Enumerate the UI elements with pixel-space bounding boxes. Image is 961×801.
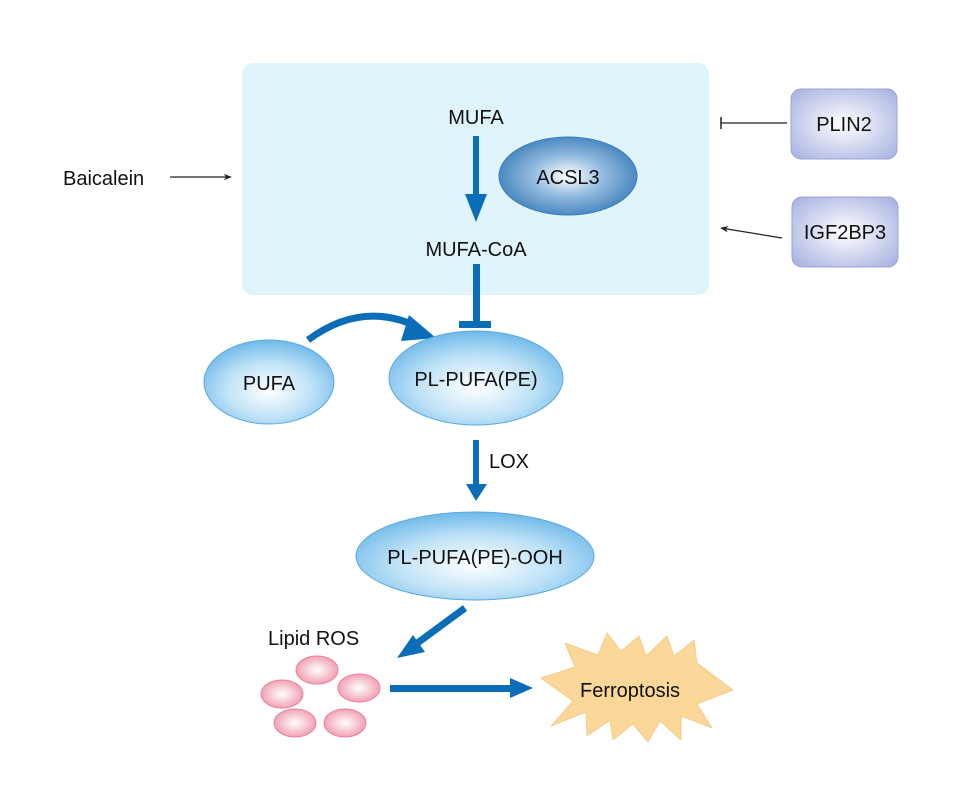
ros-droplet [295, 655, 339, 685]
pufa-label: PUFA [243, 373, 296, 395]
mufa-coa-inhibition [459, 264, 491, 328]
ros-droplet [273, 708, 317, 738]
ferroptosis-burst [540, 632, 734, 743]
plin2-inhibition [720, 117, 787, 129]
igf2bp3-arrow [720, 226, 783, 239]
lox-arrow [466, 440, 487, 501]
mufa-to-mufa-coa-arrow [465, 136, 487, 222]
plin2-label: PLIN2 [816, 114, 872, 136]
plin2-node [790, 88, 898, 160]
pufa-node [203, 339, 335, 425]
ros-droplet [337, 673, 381, 703]
pl-pufa-pe-node [388, 330, 564, 426]
lox-label: LOX [489, 451, 529, 473]
igf2bp3-label: IGF2BP3 [804, 222, 886, 244]
pl-pufa-pe-ooh-label: PL-PUFA(PE)-OOH [387, 547, 563, 569]
lipid-ros-to-ferroptosis-arrow [390, 678, 533, 698]
mufa-label: MUFA [448, 107, 504, 129]
acsl3-label: ACSL3 [536, 167, 599, 189]
pl-pufa-pe-ooh-node [355, 511, 595, 601]
lipid-ros-droplets [260, 655, 381, 738]
pl-pufa-pe-label: PL-PUFA(PE) [414, 369, 537, 391]
mufa-coa-label: MUFA-CoA [425, 239, 527, 261]
pufa-to-pl-pufa-arrow [305, 312, 436, 343]
acsl3-node [498, 136, 638, 216]
ros-droplet [323, 708, 367, 738]
igf2bp3-node [791, 196, 899, 268]
ooh-to-lipid-ros-arrow [397, 605, 468, 658]
ros-droplet [260, 679, 304, 709]
baicalein-label: Baicalein [63, 168, 144, 190]
ferroptosis-label: Ferroptosis [580, 680, 680, 702]
lipid-ros-label: Lipid ROS [268, 628, 359, 650]
